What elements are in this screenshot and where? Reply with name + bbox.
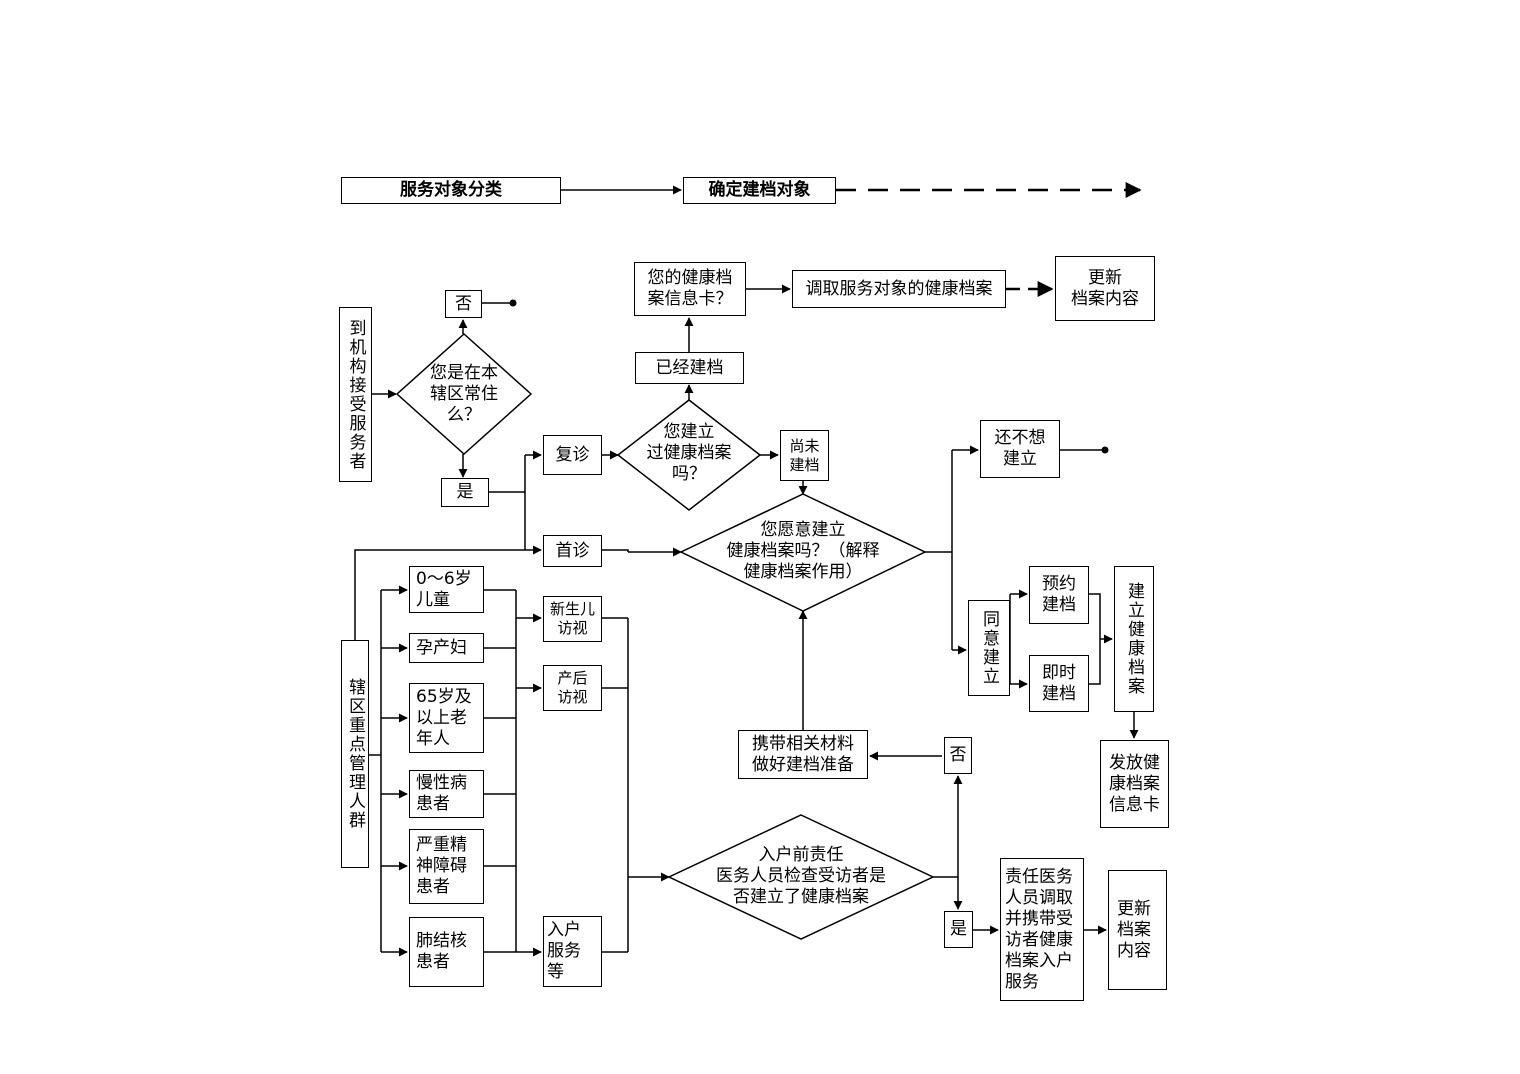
group-mental-box: 严重精 神障碍 患者 (409, 829, 484, 904)
first-visit-box: 首诊 (543, 535, 602, 567)
group-chronic-box: 慢性病 患者 (409, 770, 484, 818)
key-groups-box: 辖区重点管理人群 (341, 640, 369, 868)
resident-question-text: 您是在本 辖区常住 么？ (430, 362, 498, 425)
header-step-target: 确定建档对象 (683, 177, 836, 204)
not-yet-box: 还不想 建立 (980, 420, 1060, 478)
diamond-built (616, 399, 762, 511)
group-tb-box: 肺结核 患者 (409, 917, 484, 987)
postpartum-visit-box: 产后 访视 (543, 665, 602, 711)
group-child-box: 0～6岁 儿童 (409, 566, 484, 613)
already-built-box: 已经建档 (635, 352, 744, 384)
establish-record-box: 建立健康档案 (1114, 566, 1154, 712)
info-card-question-box: 您的健康档 案信息卡？ (634, 262, 746, 316)
revisit-box: 复诊 (543, 435, 602, 475)
retrieve-record-box: 调取服务对象的健康档案 (792, 270, 1006, 308)
group-elderly-box: 65岁及 以上老 年人 (409, 683, 484, 753)
not-built-box: 尚未 建档 (780, 430, 829, 481)
immediate-box: 即时 建档 (1029, 655, 1089, 712)
doctor-bring-record-box: 责任医务 人员调取 并携带受 访者健康 档案入户 服务 (1000, 858, 1084, 1001)
no-home-box: 否 (944, 737, 972, 774)
prepare-materials-box: 携带相关材料 做好建档准备 (738, 730, 868, 779)
newborn-visit-box: 新生儿 访视 (543, 596, 602, 642)
built-question-text: 您建立 过健康档案 吗？ (646, 421, 732, 484)
update-record-bottom-box: 更新 档案 内容 (1108, 870, 1167, 990)
appointment-box: 预约 建档 (1029, 566, 1089, 624)
diamond-willing (679, 493, 927, 612)
issue-card-box: 发放健 康档案 信息卡 (1100, 740, 1169, 828)
header-step-classify: 服务对象分类 (341, 177, 561, 204)
diamond-resident (395, 332, 533, 456)
no-resident-box: 否 (445, 290, 482, 318)
yes-resident-box: 是 (441, 478, 489, 507)
yes-home-box: 是 (944, 911, 973, 948)
home-service-box: 入户 服务 等 (543, 916, 602, 987)
agree-box: 同意建立 (968, 600, 1010, 696)
update-record-top-box: 更新 档案内容 (1055, 256, 1155, 321)
group-pregnant-box: 孕产妇 (409, 633, 484, 663)
home-question-text: 入户前责任 医务人员检查受访者是 否建立了健康档案 (716, 844, 886, 907)
walk-in-visitors-box: 到机构接受服务者 (339, 307, 372, 482)
diamond-home (667, 814, 935, 940)
willing-question-text: 您愿意建立 健康档案吗？（解释 健康档案作用） (726, 519, 880, 582)
